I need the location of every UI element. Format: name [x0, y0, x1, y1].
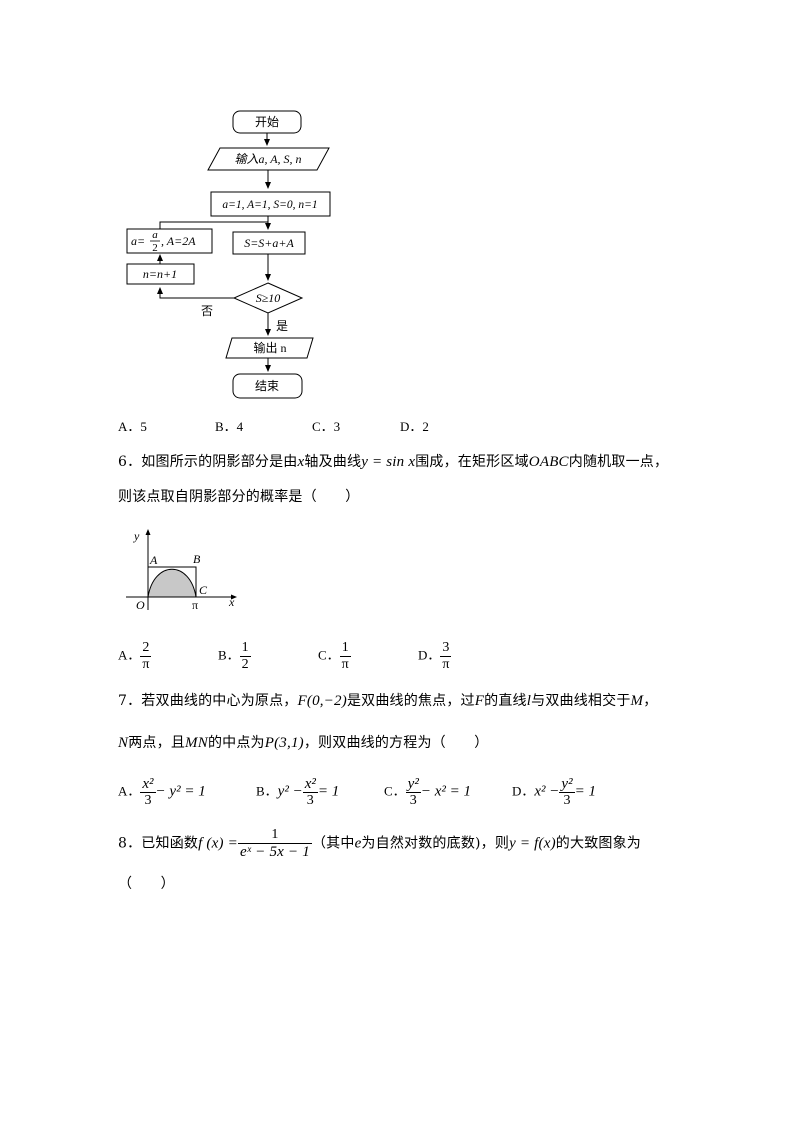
fig-B: B	[193, 552, 201, 566]
init-label: a=1, A=1, S=0, n=1	[222, 199, 317, 211]
update-frac-num: a	[152, 229, 158, 241]
output-label: 输出 n	[253, 340, 286, 355]
q5-option-a: A．5	[118, 419, 147, 434]
q6-line2: 则该点取自阴影部分的概率是（ ）	[118, 489, 360, 505]
q5-option-c: C．3	[312, 419, 341, 434]
fig-A: A	[149, 553, 158, 567]
output-box	[225, 337, 314, 359]
input-box	[207, 147, 330, 171]
q7-line1: 7．若双曲线的中心为原点，F(0,−2)是双曲线的焦点，过F的直线l与双曲线相交…	[118, 693, 658, 709]
end-box	[232, 373, 303, 399]
q5-option-b: B．4	[215, 419, 244, 434]
flowchart: 开始 输入a, A, S, n a=1, A=1, S=0, n=1 S=S+a…	[126, 110, 331, 399]
q5-option-d: D．2	[400, 419, 429, 434]
cond-label: S≥10	[256, 291, 281, 305]
q6-figure: y x A B C O π	[126, 529, 237, 612]
fig-x: x	[228, 595, 235, 609]
sum-label: S=S+a+A	[244, 236, 294, 250]
update-rest-label: , A=2A	[161, 234, 196, 248]
update-frac-den: 2	[152, 242, 158, 254]
start-label: 开始	[255, 115, 279, 129]
fig-pi: π	[192, 598, 198, 612]
input-label: 输入a, A, S, n	[234, 152, 301, 166]
update-a-label: a=	[131, 234, 145, 248]
yes-label: 是	[276, 319, 288, 333]
init-box	[210, 191, 331, 217]
q7-line2: N两点，且MN的中点为P(3,1)，则双曲线的方程为（ ）	[118, 735, 489, 751]
fig-O: O	[136, 598, 145, 612]
shaded-region	[147, 568, 197, 598]
sum-box	[232, 231, 306, 255]
update-box	[126, 228, 213, 254]
no-label: 否	[201, 304, 213, 318]
q6-line1: 6．如图所示的阴影部分是由x轴及曲线y = sin x围成，在矩形区域OABC内…	[118, 454, 669, 470]
q8-line2: （ ）	[118, 876, 175, 892]
step-n-label: n=n+1	[143, 267, 177, 281]
fig-y: y	[133, 529, 140, 543]
fig-C: C	[199, 583, 208, 597]
end-label: 结束	[255, 379, 279, 393]
